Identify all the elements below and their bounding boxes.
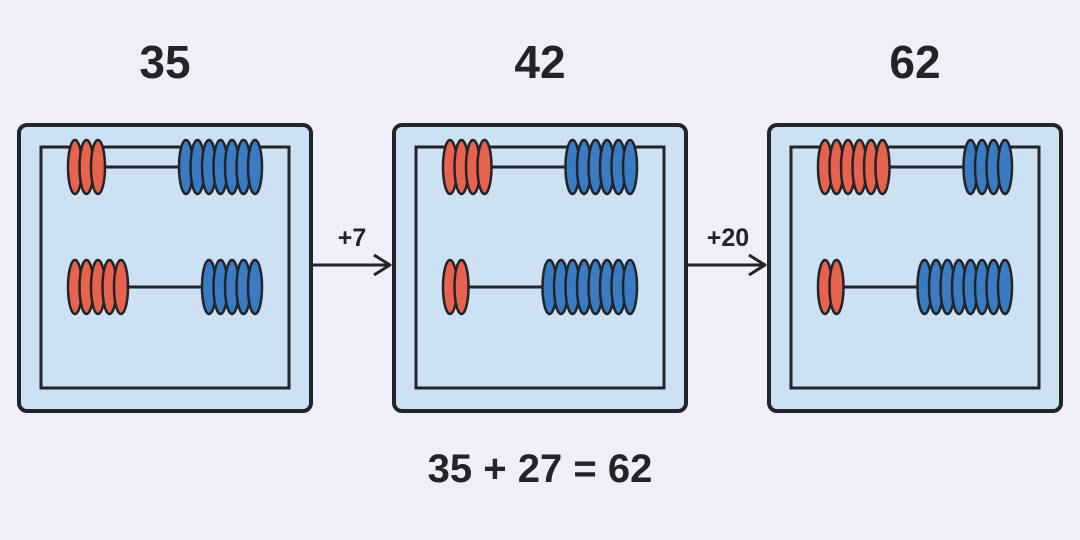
step-label-plus-7: +7 bbox=[338, 224, 367, 252]
abacus-3-tens-row bbox=[816, 138, 1014, 196]
abacus-2-number-label: 42 bbox=[514, 36, 565, 88]
abacus-bead-red bbox=[112, 258, 130, 316]
arrow-head-icon bbox=[373, 253, 392, 277]
step-arrow-1: +7 bbox=[313, 224, 392, 277]
abacus-3-ones-row bbox=[816, 258, 1014, 316]
abacus-1-tens-row bbox=[66, 138, 264, 196]
abacus-bead-blue bbox=[246, 138, 264, 196]
abacus-2-ones-row bbox=[441, 258, 639, 316]
abacus-bead-blue bbox=[246, 258, 264, 316]
abacus-1 bbox=[17, 123, 313, 413]
abacus-2 bbox=[392, 123, 688, 413]
abacus-inner-frame bbox=[789, 145, 1041, 390]
step-label-plus-20: +20 bbox=[707, 224, 749, 252]
abacus-bead-red bbox=[828, 258, 845, 316]
abacus-3-number-label: 62 bbox=[889, 36, 940, 88]
abacus-2-tens-row bbox=[441, 138, 639, 196]
abacus-outer-frame bbox=[17, 123, 313, 413]
abacus-outer-frame bbox=[767, 123, 1063, 413]
abacus-3 bbox=[767, 123, 1063, 413]
arrow-head-icon bbox=[748, 253, 767, 277]
abacus-1-ones-row bbox=[66, 258, 264, 316]
abacus-bead-blue bbox=[996, 258, 1014, 316]
abacus-inner-frame bbox=[414, 145, 666, 390]
abacus-bead-blue bbox=[996, 138, 1014, 196]
abacus-bead-red bbox=[476, 138, 493, 196]
abacus-outer-frame bbox=[392, 123, 688, 413]
abacus-bead-red bbox=[453, 258, 470, 316]
abacus-bead-blue bbox=[621, 258, 639, 316]
abacus-1-number-label: 35 bbox=[139, 36, 190, 88]
abacus-bead-blue bbox=[621, 138, 639, 196]
equation-text: 35 + 27 = 62 bbox=[428, 447, 653, 491]
abacus-bead-red bbox=[89, 138, 107, 196]
abacus-inner-frame bbox=[39, 145, 291, 390]
abacus-bead-red bbox=[874, 138, 891, 196]
step-arrow-2: +20 bbox=[688, 224, 767, 277]
